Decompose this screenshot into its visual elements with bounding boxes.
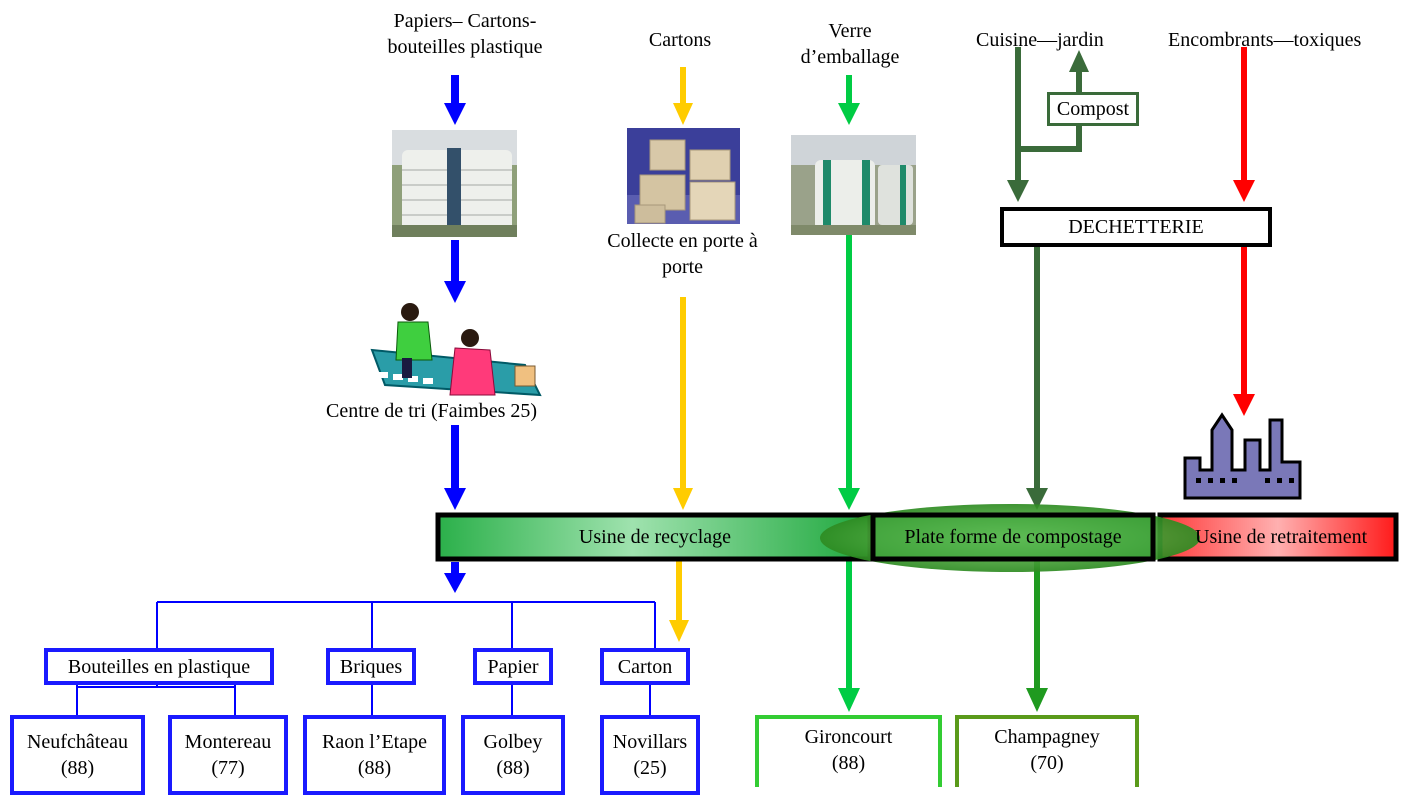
source-cuisine: Cuisine—jardin: [976, 29, 1104, 51]
centre-tri-label: Centre de tri (Faimbes 25): [326, 400, 538, 422]
dest-dept: (88): [496, 757, 530, 779]
sorting-centre-clipart: [370, 303, 542, 397]
container-photo-verre: [791, 135, 916, 235]
green-flow: [838, 75, 860, 712]
dest-dept: (25): [633, 757, 667, 779]
factory-bar: [435, 504, 1399, 572]
collecte-label: Collecte en porte à porte: [607, 230, 758, 278]
dest-name: Montereau: [184, 731, 272, 753]
compost-box: Compost: [1047, 92, 1139, 126]
factory-retraitement-clip: Usine de retraitement: [1165, 524, 1391, 552]
dest-gironcourt-label: Gironcourt (88): [760, 724, 937, 776]
factory-clipart: [1183, 412, 1302, 500]
dest-golbey: Golbey (88): [461, 715, 565, 795]
box-champagney: [955, 715, 1139, 787]
dest-name: Raon l’Etape: [322, 731, 427, 753]
dest-neufchateau: Neufchâteau (88): [10, 715, 145, 795]
yellow-flow: [669, 67, 693, 642]
compost-flow: [1007, 47, 1089, 712]
container-photo-plastique: [392, 130, 517, 237]
dest-dept: (77): [211, 757, 245, 779]
dest-montereau: Montereau (77): [168, 715, 288, 795]
cardboard-boxes-photo: [627, 128, 740, 224]
dest-name: Golbey: [483, 731, 543, 753]
dest-dept: (70): [1030, 752, 1064, 774]
source-cartons: Cartons: [648, 29, 712, 51]
box-gironcourt: [755, 715, 942, 787]
dest-name: Novillars: [612, 731, 688, 753]
dest-dept: (88): [357, 757, 392, 779]
product-briques: Briques: [326, 648, 416, 685]
factory-retraitement-label: Usine de retraitement: [1195, 526, 1368, 548]
dest-raon: Raon l’Etape (88): [303, 715, 446, 795]
source-verre: Verre d’emballage: [800, 20, 900, 68]
dest-dept: (88): [831, 752, 866, 774]
product-bouteilles: Bouteilles en plastique: [44, 648, 274, 685]
source-papiers: Papiers– Cartons- bouteilles plastique: [387, 10, 543, 58]
dechetterie-box: DECHETTERIE: [1000, 207, 1272, 247]
source-encombrants: Encombrants—toxiques: [1168, 29, 1362, 51]
product-papier: Papier: [473, 648, 553, 685]
dest-name: Champagney: [994, 726, 1100, 748]
dest-dept: (88): [60, 757, 95, 779]
factory-recyclage-label: Usine de recyclage: [578, 526, 732, 548]
red-flow: [1233, 47, 1255, 416]
product-carton: Carton: [600, 648, 690, 685]
factory-compostage-label: Plate forme de compostage: [904, 526, 1122, 548]
dest-novillars: Novillars (25): [600, 715, 700, 795]
dest-name: Gironcourt: [804, 726, 893, 748]
blue-flow: [76, 75, 656, 717]
dest-champagney-label: Champagney (70): [960, 724, 1134, 776]
dest-name: Neufchâteau: [26, 731, 129, 753]
